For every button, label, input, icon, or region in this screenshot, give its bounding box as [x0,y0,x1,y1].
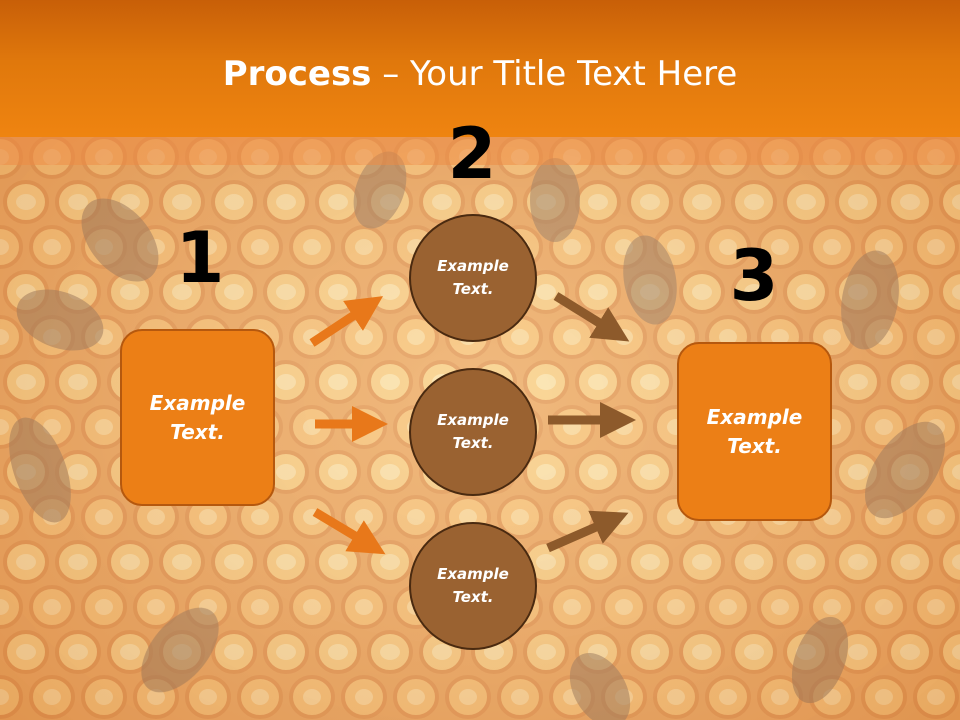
title-bold: Process [222,54,372,94]
step-number-3: 3 [729,235,779,317]
arrow-to-circle-top [309,296,384,347]
arrow-from-circle-top [553,292,630,342]
step-number-1: 1 [175,217,225,299]
step-2-circle-top: Example Text. [409,214,537,342]
step-3-box-label: Example Text. [706,404,803,458]
circle-top-label: Example Text. [437,257,509,298]
step-1-box: Example Text. [120,329,275,506]
step-2-circle-middle: Example Text. [409,368,537,496]
circle-bottom-label: Example Text. [437,565,509,606]
arrow-to-circle-bottom [312,508,386,555]
title-bar-strip [0,137,960,165]
step-1-box-label: Example Text. [149,390,246,444]
slide-title: Process – Your Title Text Here [0,52,960,96]
title-bar [0,0,960,137]
arrow-from-circle-bottom [546,510,629,553]
step-number-2: 2 [447,113,497,195]
step-3-box: Example Text. [677,342,832,521]
step-2-circle-bottom: Example Text. [409,522,537,650]
circle-middle-label: Example Text. [437,411,509,452]
title-rest: – Your Title Text Here [371,54,738,94]
